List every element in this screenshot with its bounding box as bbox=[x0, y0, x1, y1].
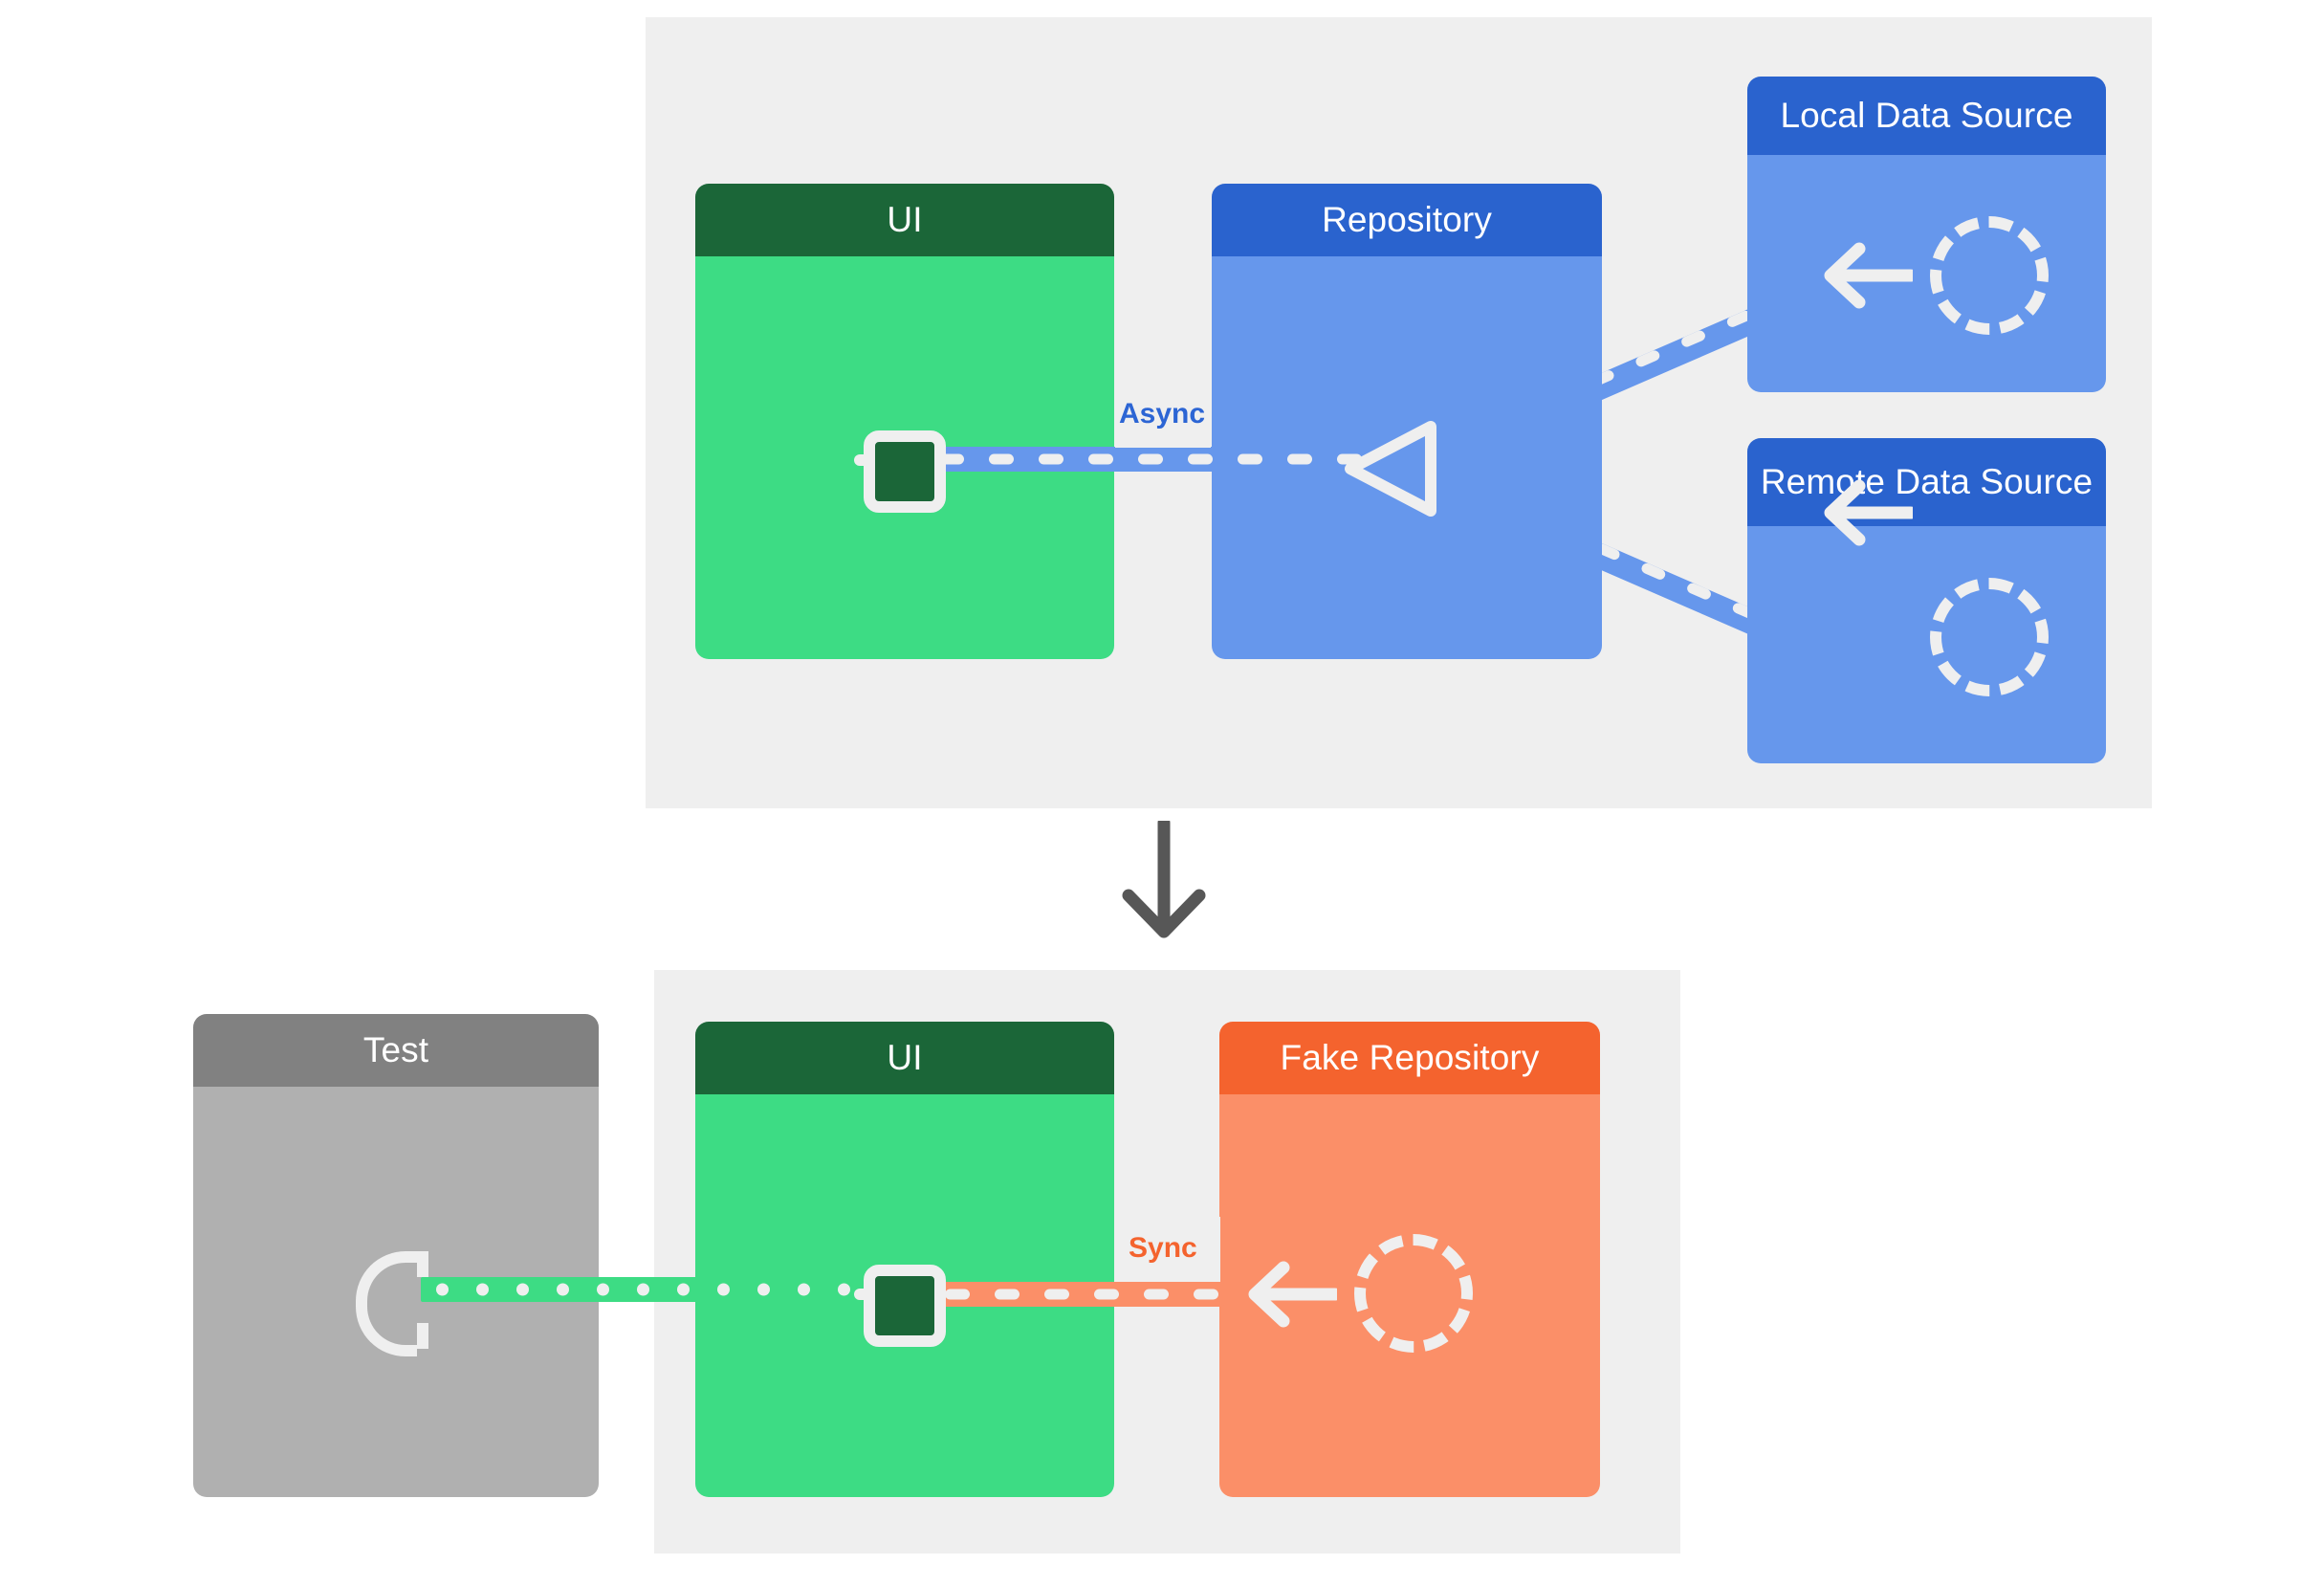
dashed-circle-icon-fake-repository bbox=[1354, 1234, 1473, 1353]
square-plug-icon-test bbox=[864, 1265, 946, 1347]
sync-label-backdrop bbox=[1115, 1217, 1220, 1282]
half-circle-socket-cap-top bbox=[417, 1251, 428, 1277]
node-local-data-source-title: Local Data Source bbox=[1747, 77, 2106, 155]
connector-ui-to-repository bbox=[889, 447, 1406, 472]
node-local-data-source-body bbox=[1747, 155, 2106, 392]
arrow-down-icon bbox=[1121, 816, 1207, 940]
arrow-left-icon-fake-repository bbox=[1243, 1258, 1342, 1331]
arrow-left-icon-local-data-source bbox=[1819, 239, 1918, 312]
dashed-circle-icon-local-data-source bbox=[1930, 216, 2049, 335]
connector-test-to-ui bbox=[421, 1277, 899, 1302]
square-plug-icon-production bbox=[864, 430, 946, 513]
node-ui-test-title: UI bbox=[695, 1022, 1114, 1094]
connector-band bbox=[421, 1277, 899, 1302]
connector-dashes bbox=[889, 453, 1406, 465]
node-remote-data-source-body bbox=[1747, 526, 2106, 763]
connector-label-async: Async bbox=[1119, 398, 1206, 430]
node-local-data-source[interactable]: Local Data Source bbox=[1747, 77, 2106, 392]
node-remote-data-source-title: Remote Data Source bbox=[1747, 438, 2106, 526]
node-ui-production[interactable]: UI bbox=[695, 184, 1114, 659]
arrow-left-icon-remote-data-source bbox=[1819, 476, 1918, 549]
connector-dots bbox=[421, 1283, 899, 1296]
node-fake-repository-title: Fake Repository bbox=[1219, 1022, 1600, 1094]
node-ui-production-title: UI bbox=[695, 184, 1114, 256]
node-ui-test[interactable]: UI bbox=[695, 1022, 1114, 1497]
node-repository-title: Repository bbox=[1212, 184, 1602, 256]
connector-label-sync: Sync bbox=[1129, 1232, 1197, 1264]
half-circle-socket-cap-bottom bbox=[417, 1323, 428, 1349]
triangle-left-icon bbox=[1337, 421, 1442, 517]
node-test-title: Test bbox=[193, 1014, 599, 1087]
async-label-backdrop bbox=[1115, 383, 1211, 448]
node-remote-data-source[interactable]: Remote Data Source bbox=[1747, 438, 2106, 763]
dashed-circle-icon-remote-data-source bbox=[1930, 578, 2049, 696]
